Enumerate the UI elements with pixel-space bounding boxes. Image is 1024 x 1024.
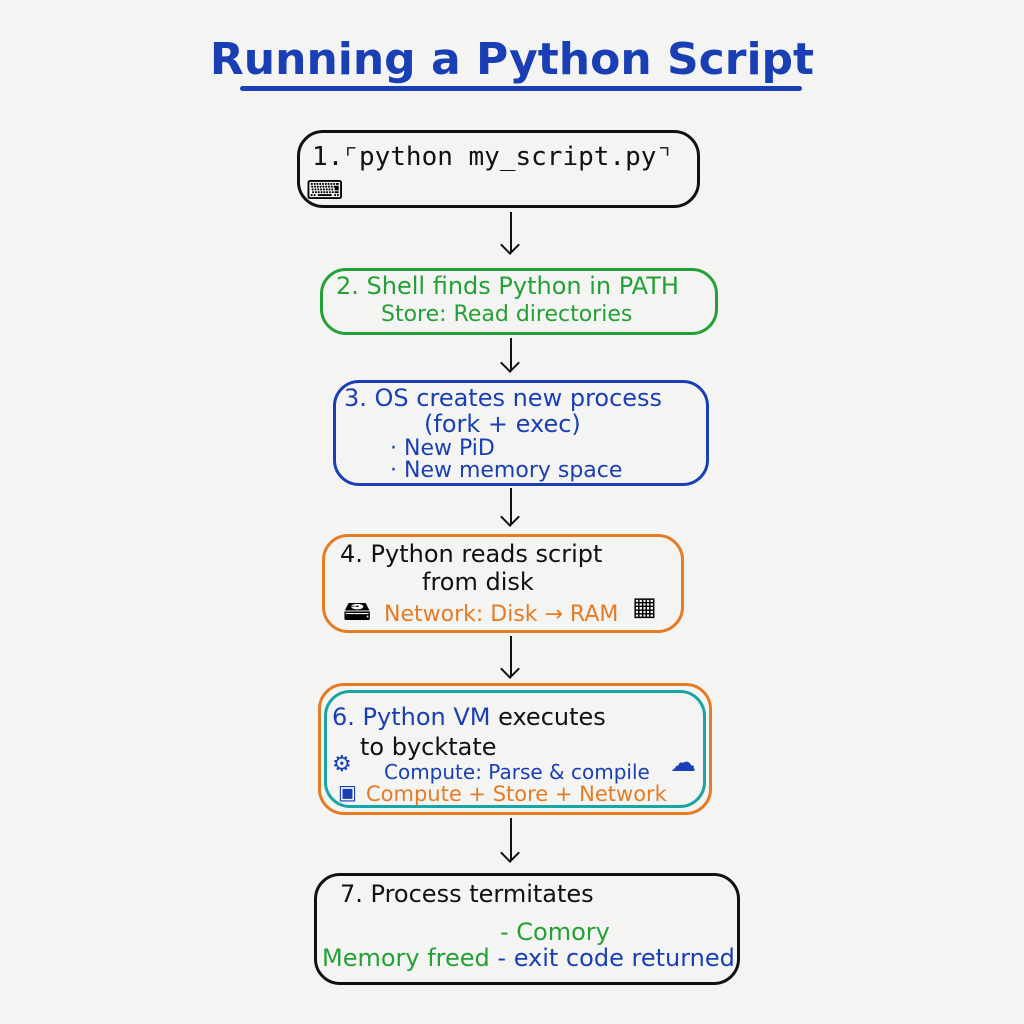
step-4-sub: from disk [422, 568, 534, 596]
arrow-2-3 [510, 338, 512, 370]
exit-code: - exit code returned [489, 944, 735, 972]
memory-freed: Memory freed [322, 944, 490, 972]
step-6-resources: Compute + Store + Network [366, 782, 667, 806]
step-7-title: 7. Process termitates [340, 880, 594, 908]
gear-icon: ⚙ [332, 752, 352, 777]
step-6-title: 6. Python VM executes [332, 703, 606, 731]
step-6-number: 6. Python VM [332, 703, 491, 731]
title-underline [240, 86, 802, 91]
step-6-outer-box [318, 683, 712, 815]
step-6-compute: Compute: Parse & compile [384, 760, 650, 784]
step-1-box [297, 130, 700, 208]
arrow-1-2 [510, 212, 512, 252]
step-1-command: 1.⌜python my_script.py⌝ [312, 142, 673, 172]
keyboard-icon: ⌨ [306, 176, 344, 206]
step-4-box [322, 534, 684, 633]
cpu-icon: ▣ [338, 780, 357, 804]
step-6-sub: to bycktate [360, 733, 497, 761]
step-6-inner-box [324, 690, 706, 808]
step-3-bullet-1: · New PiD [390, 436, 495, 461]
step-2-title: 2. Shell finds Python in PATH [336, 272, 679, 300]
step-3-box [333, 380, 709, 486]
step-2-detail: Store: Read directories [381, 302, 633, 327]
hard-drive-icon: 🖴 [343, 594, 372, 627]
step-3-bullet-2: · New memory space [390, 458, 623, 483]
step-4-detail: Network: Disk → RAM [384, 602, 619, 627]
step-7-detail: Memory freed - exit code returned [322, 944, 735, 972]
step-7-bullet: - Comory [500, 918, 610, 946]
arrow-6-7 [510, 818, 512, 860]
arrow-3-4 [510, 488, 512, 524]
ram-chip-icon: ▦ [632, 592, 657, 622]
step-3-title: 3. OS creates new process [344, 384, 663, 412]
page-title: Running a Python Script [209, 34, 815, 85]
step-4-title: 4. Python reads script [340, 540, 603, 568]
step-7-box [314, 873, 740, 985]
step-6-title-rest: executes [490, 703, 606, 731]
cloud-download-icon: ☁ [670, 748, 696, 778]
step-2-box [320, 268, 718, 335]
arrow-4-6 [510, 636, 512, 676]
step-3-sub: (fork + exec) [424, 410, 581, 438]
